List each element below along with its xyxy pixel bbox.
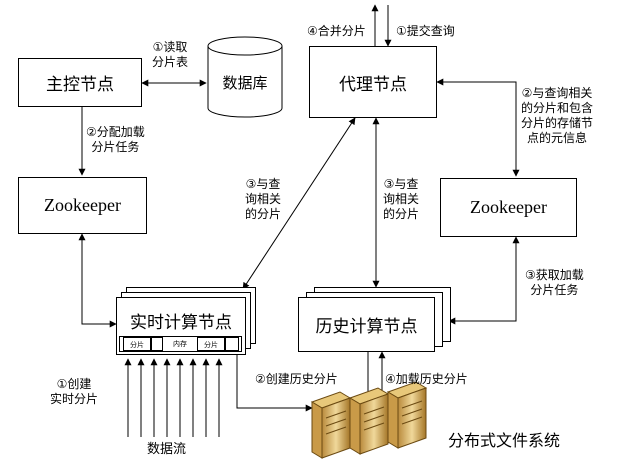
realtime-node-title: 实时计算节点 [117, 308, 245, 333]
label-create-hist-shard: ②创建历史分片 [255, 372, 338, 387]
arrow-zk-realtime [82, 234, 116, 324]
proxy-node: 代理节点 [309, 46, 437, 118]
server-icon [312, 382, 426, 458]
memory-shard-2: 分片 [197, 337, 225, 351]
label-meta-info: ②与查询相关的分片和包含 分片的存储节点的元信息 [521, 86, 593, 146]
arrow-zk-history [449, 237, 516, 321]
zookeeper-left-node: Zookeeper [18, 177, 147, 234]
label-create-rt-shard: ①创建实时分片 [50, 377, 98, 407]
label-read-shard-table: ①读取分片表 [152, 40, 188, 70]
memory-bar: 分片 内存 分片 [119, 336, 242, 352]
label-assign-load: ②分配加载分片任务 [86, 125, 145, 155]
history-node: 历史计算节点 [298, 297, 435, 352]
memory-shard-1-empty [151, 337, 163, 351]
realtime-node: 实时计算节点 分片 内存 分片 [116, 297, 246, 355]
memory-shard-1: 分片 [123, 337, 151, 351]
memory-label: 内存 [169, 337, 191, 351]
label-query-shards-left: ③与查询相关的分片 [245, 177, 281, 222]
dfs-label: 分布式文件系统 [448, 427, 560, 451]
master-node: 主控节点 [18, 58, 142, 107]
database-label: 数据库 [208, 72, 282, 93]
label-get-load: ③获取加载分片任务 [525, 268, 584, 298]
zookeeper-right-node: Zookeeper [440, 178, 577, 237]
label-submit-query: ①提交查询 [396, 24, 455, 39]
arrow-proxy-zk [437, 82, 516, 176]
label-load-hist-shard: ④加载历史分片 [385, 372, 468, 387]
data-stream-arrows [128, 359, 219, 437]
label-data-stream: 数据流 [147, 442, 186, 457]
label-merge-shards: ④合并分片 [307, 24, 366, 39]
label-query-shards-mid: ③与查询相关的分片 [383, 177, 419, 222]
memory-shard-2-empty [225, 337, 239, 351]
